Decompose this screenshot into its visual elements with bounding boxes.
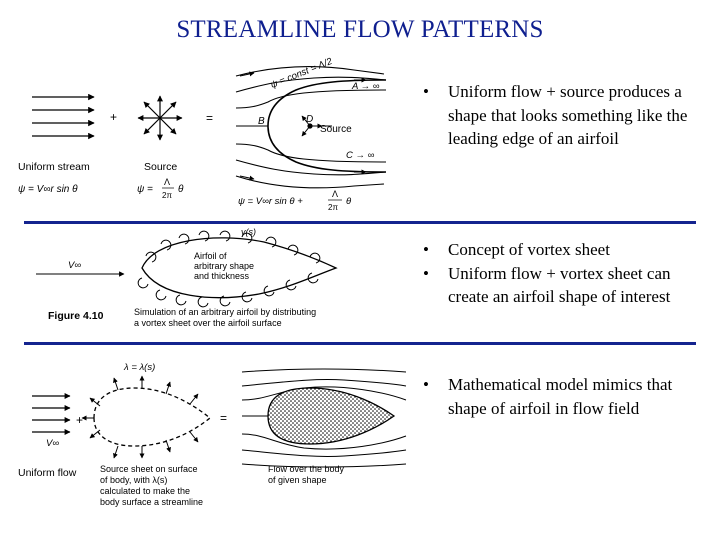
source-arrows: [137, 95, 183, 141]
psi-sum-den: 2π: [328, 203, 338, 212]
divider-2: [24, 342, 696, 345]
point-c: C → ∞: [346, 150, 375, 161]
desc-line-2: arbitrary shape: [194, 261, 254, 271]
point-b: B: [258, 116, 265, 127]
source-point: [307, 123, 313, 129]
uniform-stream-arrows: [32, 93, 95, 140]
figure-number: Figure 4.10: [48, 310, 104, 322]
caption-line-2: of body, with λ(s): [100, 475, 167, 485]
gamma-label: γ(s): [241, 227, 256, 237]
caption-line-2: a vortex sheet over the airfoil surface: [134, 318, 282, 328]
psi-source-rhs: θ: [178, 184, 184, 195]
caption-line-6: of given shape: [268, 475, 327, 485]
section-2-bullets: •Concept of vortex sheet •Uniform flow +…: [420, 238, 710, 309]
divider-1: [24, 221, 696, 224]
plus-sign: +: [76, 413, 83, 427]
point-d: D: [306, 114, 313, 125]
combined-streamlines: [235, 66, 387, 189]
vinf-label: V∞: [68, 260, 81, 271]
section-3-bullets: •Mathematical model mimics that shape of…: [420, 373, 710, 420]
source-sheet-arrows: [81, 375, 199, 459]
uniform-source-figure: + = Uniform stream Source ψ = V∞r sin θ …: [18, 56, 387, 212]
vortex-sheet-figure: V∞ γ(s) Airfoil of arbitrary shape and t…: [36, 227, 338, 328]
vinf-label: V∞: [46, 438, 59, 449]
psi-sum-rhs: θ: [346, 196, 352, 207]
page-title: STREAMLINE FLOW PATTERNS: [176, 16, 544, 43]
uniform-flow-arrows: [32, 393, 71, 435]
desc-line-1: Airfoil of: [194, 251, 227, 261]
point-a: A → ∞: [351, 81, 380, 92]
psi-sum-lhs: ψ = V∞r sin θ +: [238, 196, 303, 207]
bullet-item: •Uniform flow + vortex sheet can create …: [423, 263, 671, 307]
psi-source-den: 2π: [162, 191, 172, 200]
source-label-2: Source: [320, 124, 352, 135]
caption-line-1: Simulation of an arbitrary airfoil by di…: [134, 307, 316, 317]
caption-line-5: Flow over the body: [268, 464, 345, 474]
source-label: Source: [144, 161, 177, 173]
psi-uniform: ψ = V∞r sin θ: [18, 184, 78, 195]
uniform-stream-label: Uniform stream: [18, 161, 90, 173]
desc-line-3: and thickness: [194, 271, 250, 281]
uniform-flow-label: Uniform flow: [18, 467, 77, 479]
plus-sign: +: [110, 110, 117, 124]
lambda-label: λ = λ(s): [123, 362, 155, 373]
source-sheet-body: [93, 387, 212, 447]
caption-line-3: calculated to make the: [100, 486, 190, 496]
psi-sum-num: Λ: [332, 189, 338, 199]
airfoil-outline: [141, 237, 338, 299]
bullet-item: •Concept of vortex sheet: [423, 240, 610, 259]
bullet-item: •Uniform flow + source produces a shape …: [423, 82, 688, 148]
equals-sign: =: [220, 411, 227, 425]
caption-line-1: Source sheet on surface: [100, 464, 198, 474]
const-label: ψ = const = Λ/2: [269, 56, 335, 91]
body-shape: [267, 387, 396, 445]
psi-source-lhs: ψ =: [137, 184, 153, 195]
section-1-bullets: •Uniform flow + source produces a shape …: [420, 80, 710, 151]
psi-source-num: Λ: [164, 177, 170, 187]
vortex-marks: [137, 230, 321, 308]
caption-line-4: body surface a streamline: [100, 497, 203, 507]
bullet-item: •Mathematical model mimics that shape of…: [423, 375, 673, 418]
equals-sign: =: [206, 111, 213, 125]
source-sheet-figure: V∞ + λ = λ(s) = Uniform flow Source shee…: [18, 362, 407, 507]
